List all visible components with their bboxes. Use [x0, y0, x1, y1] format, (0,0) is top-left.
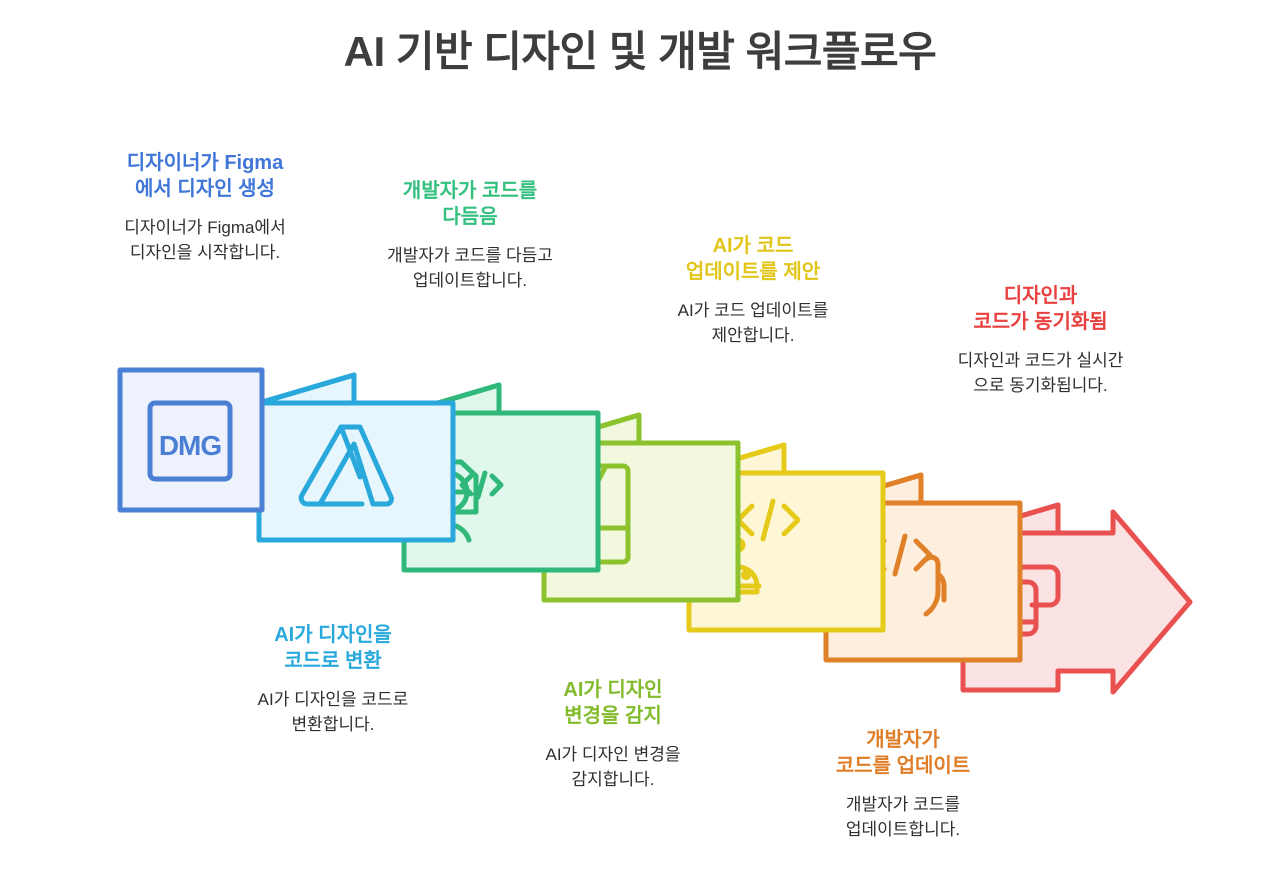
step-6-title: 개발자가 코드를 업데이트: [835, 729, 971, 777]
step-1-title: 디자이너가 Figma 에서 디자인 생성: [126, 152, 284, 200]
step-callout-2: AI가 디자인을 코드로 변환 AI가 디자인을 코드로 변환합니다.: [208, 622, 458, 737]
step-3-description: 개발자가 코드를 다듬고 업데이트합니다.: [387, 246, 553, 290]
step-callout-1: 디자이너가 Figma 에서 디자인 생성 디자이너가 Figma에서 디자인을…: [60, 150, 350, 265]
step-6-description: 개발자가 코드를 업데이트합니다.: [845, 795, 961, 839]
step-callout-4: AI가 디자인 변경을 감지 AI가 디자인 변경을 감지합니다.: [488, 677, 738, 792]
step-2-title: AI가 디자인을 코드로 변환: [274, 624, 392, 672]
step-7-title: 디자인과 코드가 동기화됨: [973, 285, 1108, 333]
step-5-title: AI가 코드 업데이트를 제안: [685, 235, 821, 283]
step-callout-7: 디자인과 코드가 동기화됨 디자인과 코드가 실시간 으로 동기화됩니다.: [908, 283, 1173, 398]
step-1-body: [117, 367, 265, 513]
step-5-description: AI가 코드 업데이트를 제안합니다.: [677, 301, 829, 345]
page-title: AI 기반 디자인 및 개발 워크플로우: [343, 28, 937, 75]
step-2-flap: [256, 372, 357, 406]
step-7-description: 디자인과 코드가 실시간 으로 동기화됩니다.: [957, 351, 1124, 395]
step-1-description: 디자이너가 Figma에서 디자인을 시작합니다.: [124, 218, 286, 262]
step-4-title: AI가 디자인 변경을 감지: [563, 679, 663, 727]
step-callout-6: 개발자가 코드를 업데이트 개발자가 코드를 업데이트합니다.: [778, 727, 1028, 842]
step-4-description: AI가 디자인 변경을 감지합니다.: [545, 745, 681, 789]
step-callout-3: 개발자가 코드를 다듬음 개발자가 코드를 다듬고 업데이트합니다.: [345, 178, 595, 293]
dmg-logo-icon: DMG: [147, 400, 233, 482]
step-callout-5: AI가 코드 업데이트를 제안 AI가 코드 업데이트를 제안합니다.: [628, 233, 878, 348]
step-2-description: AI가 디자인을 코드로 변환합니다.: [257, 690, 409, 734]
step-shape-1[interactable]: DMG: [117, 367, 265, 513]
step-shape-2[interactable]: [256, 372, 456, 543]
autodesk-a-logo-icon: [298, 424, 394, 507]
step-3-title: 개발자가 코드를 다듬음: [402, 180, 538, 228]
svg-text:DMG: DMG: [159, 430, 222, 461]
